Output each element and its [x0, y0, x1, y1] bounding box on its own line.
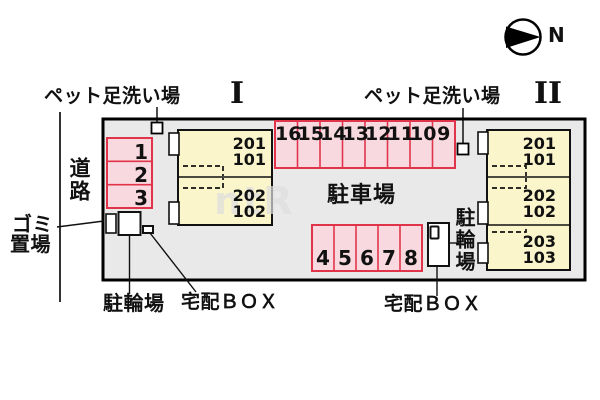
room-202-west: 202: [232, 186, 266, 205]
delivery-box-left-marker: [142, 225, 154, 234]
delivery-box-right-structure: [427, 222, 459, 296]
pet-wash-left-marker: [150, 121, 164, 135]
watermark: ntR: [214, 179, 295, 223]
room-202-east: 202: [522, 186, 556, 205]
parking-space-8: 8: [404, 246, 418, 270]
stair-path: [183, 178, 224, 189]
parking-space-9: 9: [437, 123, 451, 145]
stair-path: [492, 165, 527, 176]
garbage-label-line2: 置場: [10, 232, 51, 256]
room-103-east: 103: [522, 248, 556, 267]
parking-area-label: 駐車場: [327, 183, 397, 208]
delivery-right-label: 宅配ＢＯＸ: [384, 293, 482, 315]
garbage-box: [105, 213, 117, 234]
parking-left-column: [106, 137, 153, 209]
parking-space-10: 10: [410, 123, 437, 145]
building-west-numeral: I: [230, 76, 245, 111]
stair-path: [183, 165, 224, 176]
compass-icon: [504, 18, 542, 56]
parking-space-3: 3: [134, 186, 148, 210]
north-label: N: [548, 23, 565, 47]
garbage-leader: [56, 220, 105, 228]
room-102-west: 102: [232, 202, 266, 221]
room-101-east: 101: [522, 150, 556, 169]
parking-space-12: 12: [365, 123, 392, 145]
parking-space-16: 16: [275, 123, 302, 145]
delivery-left-label: 宅配ＢＯＸ: [181, 291, 279, 313]
parking-space-13: 13: [342, 123, 369, 145]
entrance-box: [477, 242, 489, 264]
parking-space-14: 14: [320, 123, 347, 145]
room-102-east: 102: [522, 202, 556, 221]
room-201-east: 201: [522, 134, 556, 153]
bicycle-shed-box: [117, 211, 142, 236]
delivery-box-marker: [429, 225, 440, 240]
parking-space-5: 5: [338, 246, 352, 270]
garbage-label-line1: ゴミ: [12, 212, 53, 236]
entrance-box: [168, 132, 180, 156]
parking-space-15: 15: [297, 123, 324, 145]
building-east-numeral: II: [534, 76, 563, 111]
building-west: [168, 129, 273, 226]
parking-space-7: 7: [382, 246, 396, 270]
parking-space-1: 1: [134, 140, 148, 164]
pet-wash-left-label: ペット足洗い場: [44, 85, 181, 107]
stair-path: [492, 178, 527, 189]
room-101-west: 101: [232, 150, 266, 169]
delivery-left-leader: [149, 232, 197, 293]
room-203-east: 203: [522, 232, 556, 251]
parking-space-6: 6: [360, 246, 374, 270]
building-east: [477, 129, 571, 271]
road-label: 道路: [67, 157, 92, 203]
pet-wash-right-marker: [456, 142, 470, 156]
bicycle-right-label: 駐輪場: [452, 207, 476, 273]
parking-top-row: [274, 120, 456, 169]
entrance-box: [477, 201, 489, 225]
bicycle-left-label: 駐輪場: [103, 291, 165, 315]
parking-space-4: 4: [316, 246, 330, 270]
parking-space-11: 11: [387, 123, 414, 145]
parking-space-2: 2: [134, 163, 148, 187]
parking-middle-row: [311, 224, 423, 272]
room-201-west: 201: [232, 134, 266, 153]
entrance-box: [168, 201, 180, 225]
entrance-box: [477, 131, 489, 155]
pet-wash-right-label: ペット足洗い場: [364, 85, 501, 107]
stair-path: [492, 226, 527, 233]
